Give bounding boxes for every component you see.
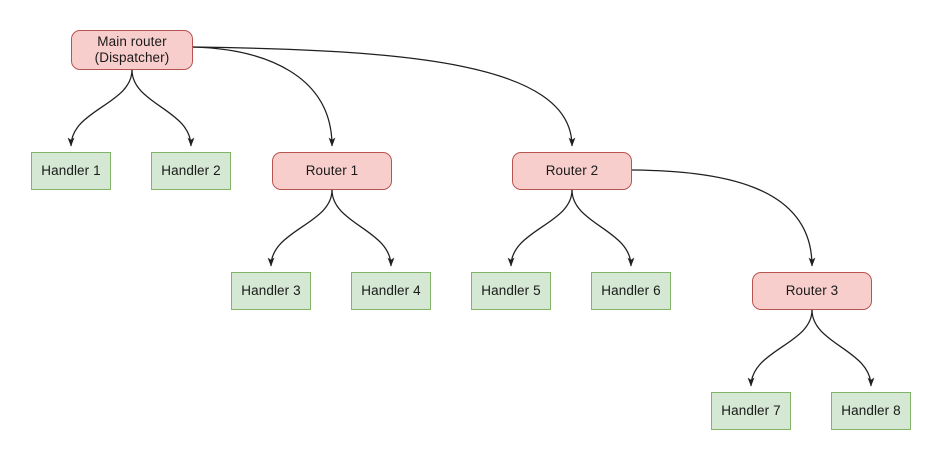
edge-main-to-handler-1 <box>67 69 133 147</box>
node-handler-5[interactable]: Handler 5 <box>471 272 551 310</box>
node-handler-5-label: Handler 5 <box>481 282 541 298</box>
edge-router-3-to-handler-8 <box>811 309 875 387</box>
edge-router-3-to-handler-7 <box>747 309 813 387</box>
node-router-2[interactable]: Router 2 <box>512 152 632 190</box>
edge-main-to-router-2 <box>192 46 576 147</box>
edge-router-2-to-handler-6 <box>571 189 635 267</box>
node-handler-6[interactable]: Handler 6 <box>591 272 671 310</box>
node-handler-1-label: Handler 1 <box>41 162 101 178</box>
node-handler-4[interactable]: Handler 4 <box>351 272 431 310</box>
node-router-2-label: Router 2 <box>545 162 599 178</box>
edge-router-1-to-handler-4 <box>331 189 395 267</box>
node-main-router-label: Main router (Dispatcher) <box>94 33 170 65</box>
node-handler-8-label: Handler 8 <box>841 402 901 418</box>
node-router-1-label: Router 1 <box>305 162 359 178</box>
node-router-3-label: Router 3 <box>785 282 839 298</box>
node-router-3[interactable]: Router 3 <box>752 272 872 310</box>
edge-main-to-handler-2 <box>131 69 195 147</box>
node-router-1[interactable]: Router 1 <box>272 152 392 190</box>
node-handler-4-label: Handler 4 <box>361 282 421 298</box>
node-handler-2[interactable]: Handler 2 <box>151 152 231 190</box>
node-handler-7[interactable]: Handler 7 <box>711 392 791 430</box>
node-handler-3-label: Handler 3 <box>241 282 301 298</box>
node-handler-7-label: Handler 7 <box>721 402 781 418</box>
edge-router-1-to-handler-3 <box>267 189 333 267</box>
edge-main-to-router-1 <box>192 46 336 147</box>
node-main-router[interactable]: Main router (Dispatcher) <box>71 30 193 70</box>
node-handler-1[interactable]: Handler 1 <box>31 152 111 190</box>
node-handler-8[interactable]: Handler 8 <box>831 392 911 430</box>
node-handler-3[interactable]: Handler 3 <box>231 272 311 310</box>
node-handler-2-label: Handler 2 <box>161 162 221 178</box>
edge-router-2-to-handler-5 <box>507 189 573 267</box>
node-handler-6-label: Handler 6 <box>601 282 661 298</box>
edge-router-2-to-router-3 <box>631 169 816 267</box>
